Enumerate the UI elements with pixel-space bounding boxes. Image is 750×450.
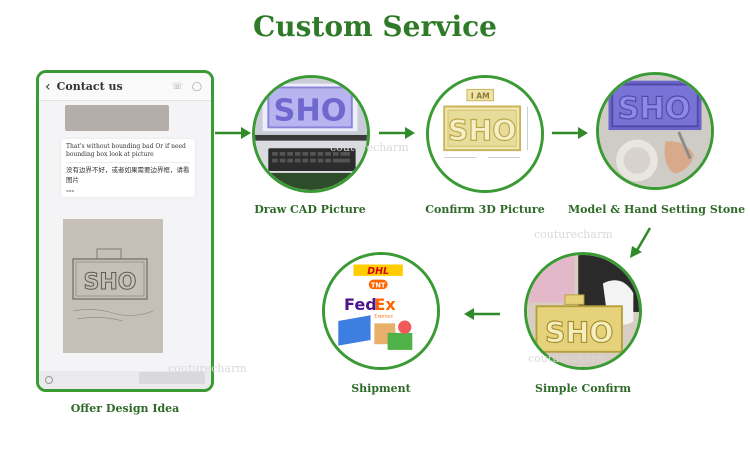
step-label-confirm-3d-picture: Confirm 3D Picture xyxy=(425,203,545,216)
dhl-logo: DHL xyxy=(367,266,389,277)
3d-picture-image: I AM SHO xyxy=(429,78,541,190)
watermark: couturecharm xyxy=(534,228,613,241)
watermark: couturecharm xyxy=(528,352,607,365)
watermark: couturecharm xyxy=(168,362,247,375)
model-stone-image: SHO xyxy=(599,75,711,187)
shipment-image: DHL TNT Fed Ex Express xyxy=(325,255,437,367)
step-label-model-hand-setting-stone: Model & Hand Setting Stone xyxy=(568,203,746,216)
simple-confirm-image: SHO xyxy=(527,255,639,367)
step-label-draw-cad-picture: Draw CAD Picture xyxy=(254,203,366,216)
phone-input-area xyxy=(39,371,211,389)
arrow-right-icon xyxy=(379,126,415,140)
arrow-left-icon xyxy=(462,307,500,321)
chat-image-top xyxy=(65,105,169,131)
phone-call-icon[interactable]: ☏ ◯ xyxy=(171,81,205,92)
3d-tag: I AM xyxy=(471,91,490,100)
chat-message-english: That's without bounding bad Or if need b… xyxy=(66,143,186,159)
shipment-circle: DHL TNT Fed Ex Express xyxy=(322,252,440,370)
arrow-right-icon xyxy=(552,126,588,140)
3d-letters: SHO xyxy=(448,115,517,148)
page-title: Custom Service xyxy=(253,10,497,43)
arrow-down-left-icon xyxy=(628,226,654,260)
arrow-right-icon xyxy=(215,126,251,140)
contact-us-title: Contact us xyxy=(56,80,123,93)
sketch-drawing: SHO xyxy=(63,219,163,353)
phone-header: ‹ Contact us ☏ ◯ xyxy=(39,73,211,101)
message-input[interactable] xyxy=(139,372,205,384)
model-stone-circle: SHO xyxy=(596,72,714,190)
cad-picture-circle: SHO xyxy=(252,75,370,193)
back-icon[interactable]: ‹ xyxy=(45,78,51,95)
bubble-divider xyxy=(66,162,190,164)
sketch-photo: SHO xyxy=(63,219,163,353)
phone-mockup: ‹ Contact us ☏ ◯ That's without bounding… xyxy=(36,70,214,392)
3d-picture-circle: I AM SHO xyxy=(426,75,544,193)
watermark: couturecharm xyxy=(330,141,409,154)
chat-message-chinese: 没有边界不好，或者如果需要边界框，请看图片 xyxy=(66,166,190,184)
simple-confirm-circle: SHO xyxy=(524,252,642,370)
sketch-letters: SHO xyxy=(84,270,137,295)
cad-letters: SHO xyxy=(274,94,347,129)
chat-bubble: That's without bounding bad Or if need b… xyxy=(61,139,195,197)
chat-meta: ▪▪▪ xyxy=(66,187,75,193)
step-label-simple-confirm: Simple Confirm xyxy=(535,382,631,395)
step-label-offer-design-idea: Offer Design Idea xyxy=(70,402,180,415)
confirm-letters: SHO xyxy=(545,316,614,349)
tnt-logo: TNT xyxy=(371,281,386,289)
cad-picture-image: SHO xyxy=(255,78,367,190)
fedex-logo-fed: Fed xyxy=(344,295,377,314)
model-letters: SHO xyxy=(618,92,691,127)
step-label-shipment: Shipment xyxy=(351,382,411,395)
fedex-express: Express xyxy=(374,314,393,320)
fedex-logo-ex: Ex xyxy=(374,295,396,314)
voice-icon[interactable] xyxy=(45,376,53,384)
